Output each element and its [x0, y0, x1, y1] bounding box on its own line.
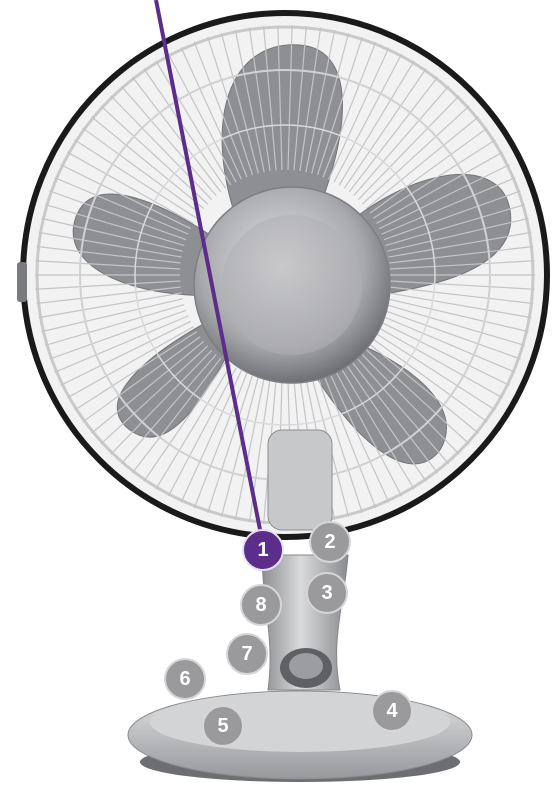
callout-marker-3[interactable]: 3 — [306, 572, 348, 614]
callout-marker-1[interactable]: 1 — [242, 529, 284, 571]
callout-marker-2[interactable]: 2 — [309, 521, 351, 563]
callout-marker-7[interactable]: 7 — [226, 633, 268, 675]
callout-marker-6[interactable]: 6 — [164, 658, 206, 700]
callout-marker-5[interactable]: 5 — [202, 705, 244, 747]
callout-marker-4[interactable]: 4 — [371, 690, 413, 732]
control-knob-face — [289, 653, 323, 679]
callout-marker-8[interactable]: 8 — [240, 584, 282, 626]
fan-hub-center — [222, 215, 362, 355]
motor-housing — [268, 430, 332, 530]
guard-clip — [17, 262, 27, 302]
